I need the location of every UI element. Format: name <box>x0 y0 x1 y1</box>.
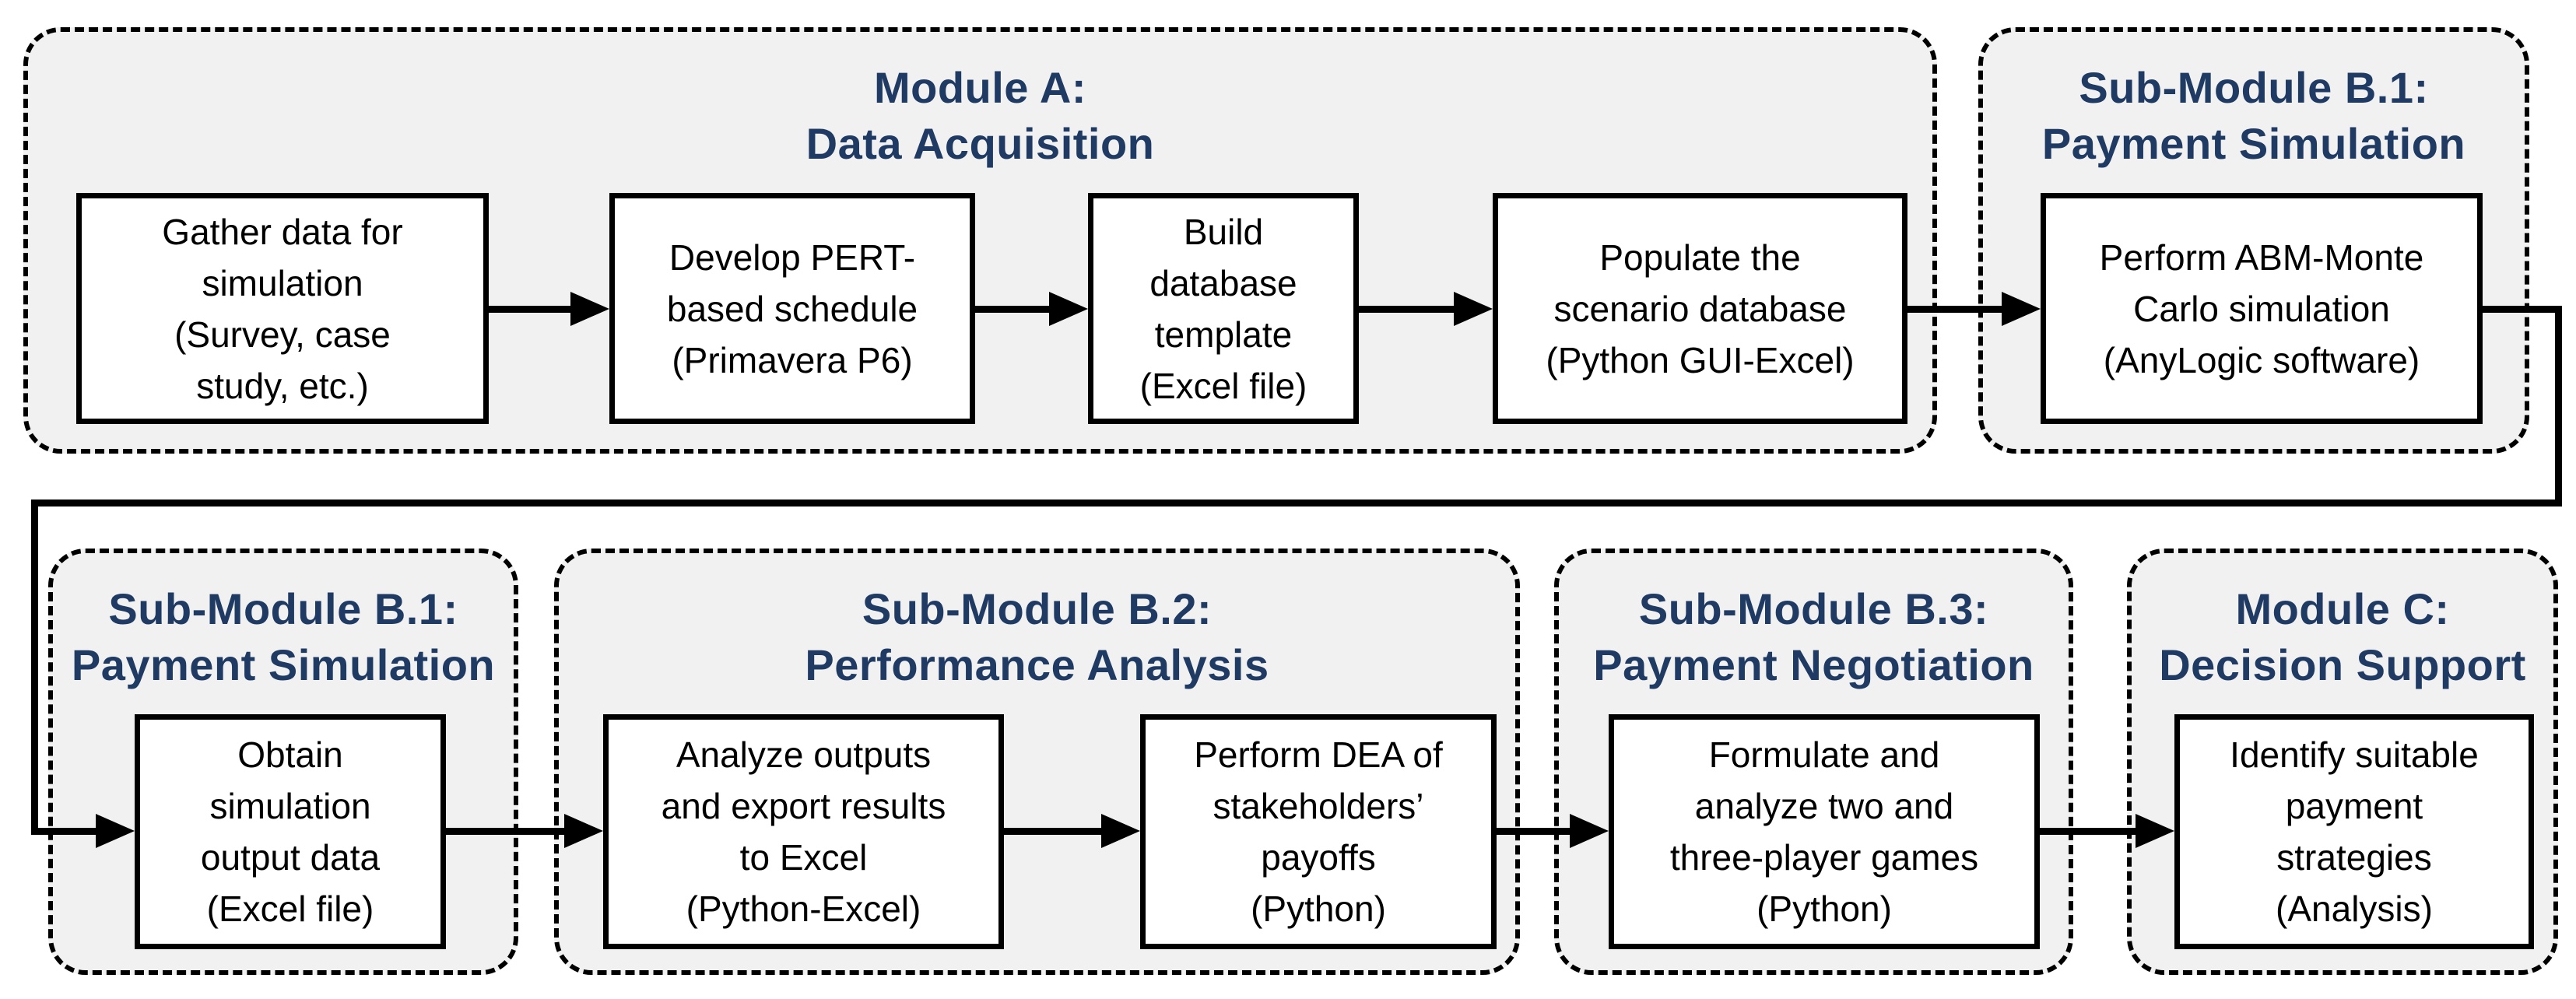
arrow-pert-to-template <box>975 292 1088 326</box>
box-populate-scenario-database: Populate the scenario database (Python G… <box>1493 193 1907 424</box>
sub-module-b3-title: Sub-Module B.3: Payment Negotiation <box>1593 584 2034 689</box>
module-c-title: Module C: Decision Support <box>2159 584 2526 689</box>
box-identify-payment-strategies: Identify suitable payment strategies (An… <box>2174 714 2534 949</box>
sub-module-b2-title: Sub-Module B.2: Performance Analysis <box>805 584 1269 689</box>
box-perform-dea: Perform DEA of stakeholders’ payoffs (Py… <box>1140 714 1497 949</box>
sub-module-b1-bottom-title: Sub-Module B.1: Payment Simulation <box>71 584 496 689</box>
box-obtain-simulation-output: Obtain simulation output data (Excel fil… <box>135 714 446 949</box>
box-formulate-games: Formulate and analyze two and three-play… <box>1609 714 2040 949</box>
arrow-games-to-identify <box>2040 814 2174 848</box>
arrow-wrap-to-obtain <box>31 814 135 848</box>
box-perform-abm-monte-carlo: Perform ABM-Monte Carlo simulation (AnyL… <box>2041 193 2483 424</box>
box-develop-pert-schedule: Develop PERT- based schedule (Primavera … <box>609 193 975 424</box>
box-analyze-outputs-export: Analyze outputs and export results to Ex… <box>603 714 1004 949</box>
sub-module-b1-top-title: Sub-Module B.1: Payment Simulation <box>2041 63 2466 168</box>
box-build-database-template: Build database template (Excel file) <box>1088 193 1359 424</box>
arrow-dea-to-games <box>1497 814 1609 848</box>
box-gather-data: Gather data for simulation (Survey, case… <box>76 193 489 424</box>
arrow-gather-to-pert <box>489 292 609 326</box>
arrow-populate-to-abm <box>1907 292 2041 326</box>
module-a-title: Module A: Data Acquisition <box>805 63 1155 168</box>
connector-wrap-segment-right-horizontal <box>2483 306 2562 313</box>
connector-wrap-segment-left-vertical <box>31 500 38 834</box>
connector-wrap-segment-middle-horizontal <box>31 500 2562 507</box>
connector-wrap-segment-right-vertical <box>2555 306 2562 507</box>
arrow-obtain-to-analyze <box>446 814 603 848</box>
arrow-template-to-populate <box>1359 292 1493 326</box>
arrow-analyze-to-dea <box>1004 814 1140 848</box>
